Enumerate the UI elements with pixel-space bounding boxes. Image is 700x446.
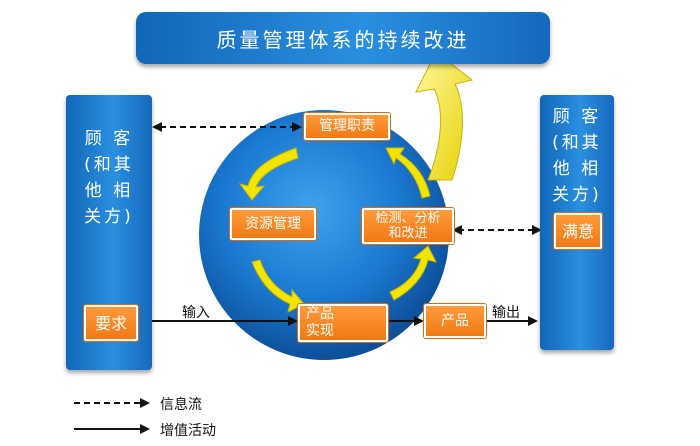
info-flow-top-head-right xyxy=(292,122,302,132)
cycle-arrow-2 xyxy=(251,259,305,313)
product-realization-label: 产品 实现 xyxy=(306,306,334,339)
management-responsibility-box: 管理职责 xyxy=(304,113,390,140)
measurement-analysis-label: 检测、分析 和改进 xyxy=(375,211,441,241)
measurement-analysis-box: 检测、分析 和改进 xyxy=(362,208,454,244)
input-label: 输入 xyxy=(182,305,210,321)
requirement-label: 要求 xyxy=(94,313,127,333)
product-output-box: 产品 xyxy=(424,304,486,338)
requirement-box: 要求 xyxy=(84,305,138,341)
resource-management-label: 资源管理 xyxy=(245,215,301,232)
product-output-label: 产品 xyxy=(441,312,469,329)
product-realization-box: 产品 实现 xyxy=(298,304,388,342)
realization-to-product-head xyxy=(414,316,424,326)
cycle-arrow-3 xyxy=(389,245,437,301)
info-flow-right-head-left xyxy=(452,225,462,235)
info-flow-top-head-left xyxy=(152,122,162,132)
input-head xyxy=(288,316,298,326)
legend-info-flow-label: 信息流 xyxy=(160,397,202,413)
resource-management-box: 资源管理 xyxy=(230,208,316,240)
right-customer-label: 顾 客 (和其 他 相 关方) xyxy=(552,107,602,205)
legend-value-added-label: 增值活动 xyxy=(160,423,216,439)
management-responsibility-label: 管理职责 xyxy=(319,118,375,134)
output-head xyxy=(528,316,538,326)
title-banner: 质量管理体系的持续改进 xyxy=(136,12,550,64)
cycle-arrow-4 xyxy=(385,147,431,199)
title-text: 质量管理体系的持续改进 xyxy=(216,27,470,52)
legend-dashed-head xyxy=(140,398,150,408)
info-flow-right-head-right xyxy=(532,225,542,235)
satisfaction-box: 满意 xyxy=(554,213,602,249)
output-label: 输出 xyxy=(492,305,520,321)
satisfaction-label: 满意 xyxy=(561,221,594,241)
left-customer-label: 顾 客 (和其 他 相 关方) xyxy=(84,129,134,227)
legend-solid-head xyxy=(140,424,150,434)
cycle-arrow-1 xyxy=(238,147,299,201)
